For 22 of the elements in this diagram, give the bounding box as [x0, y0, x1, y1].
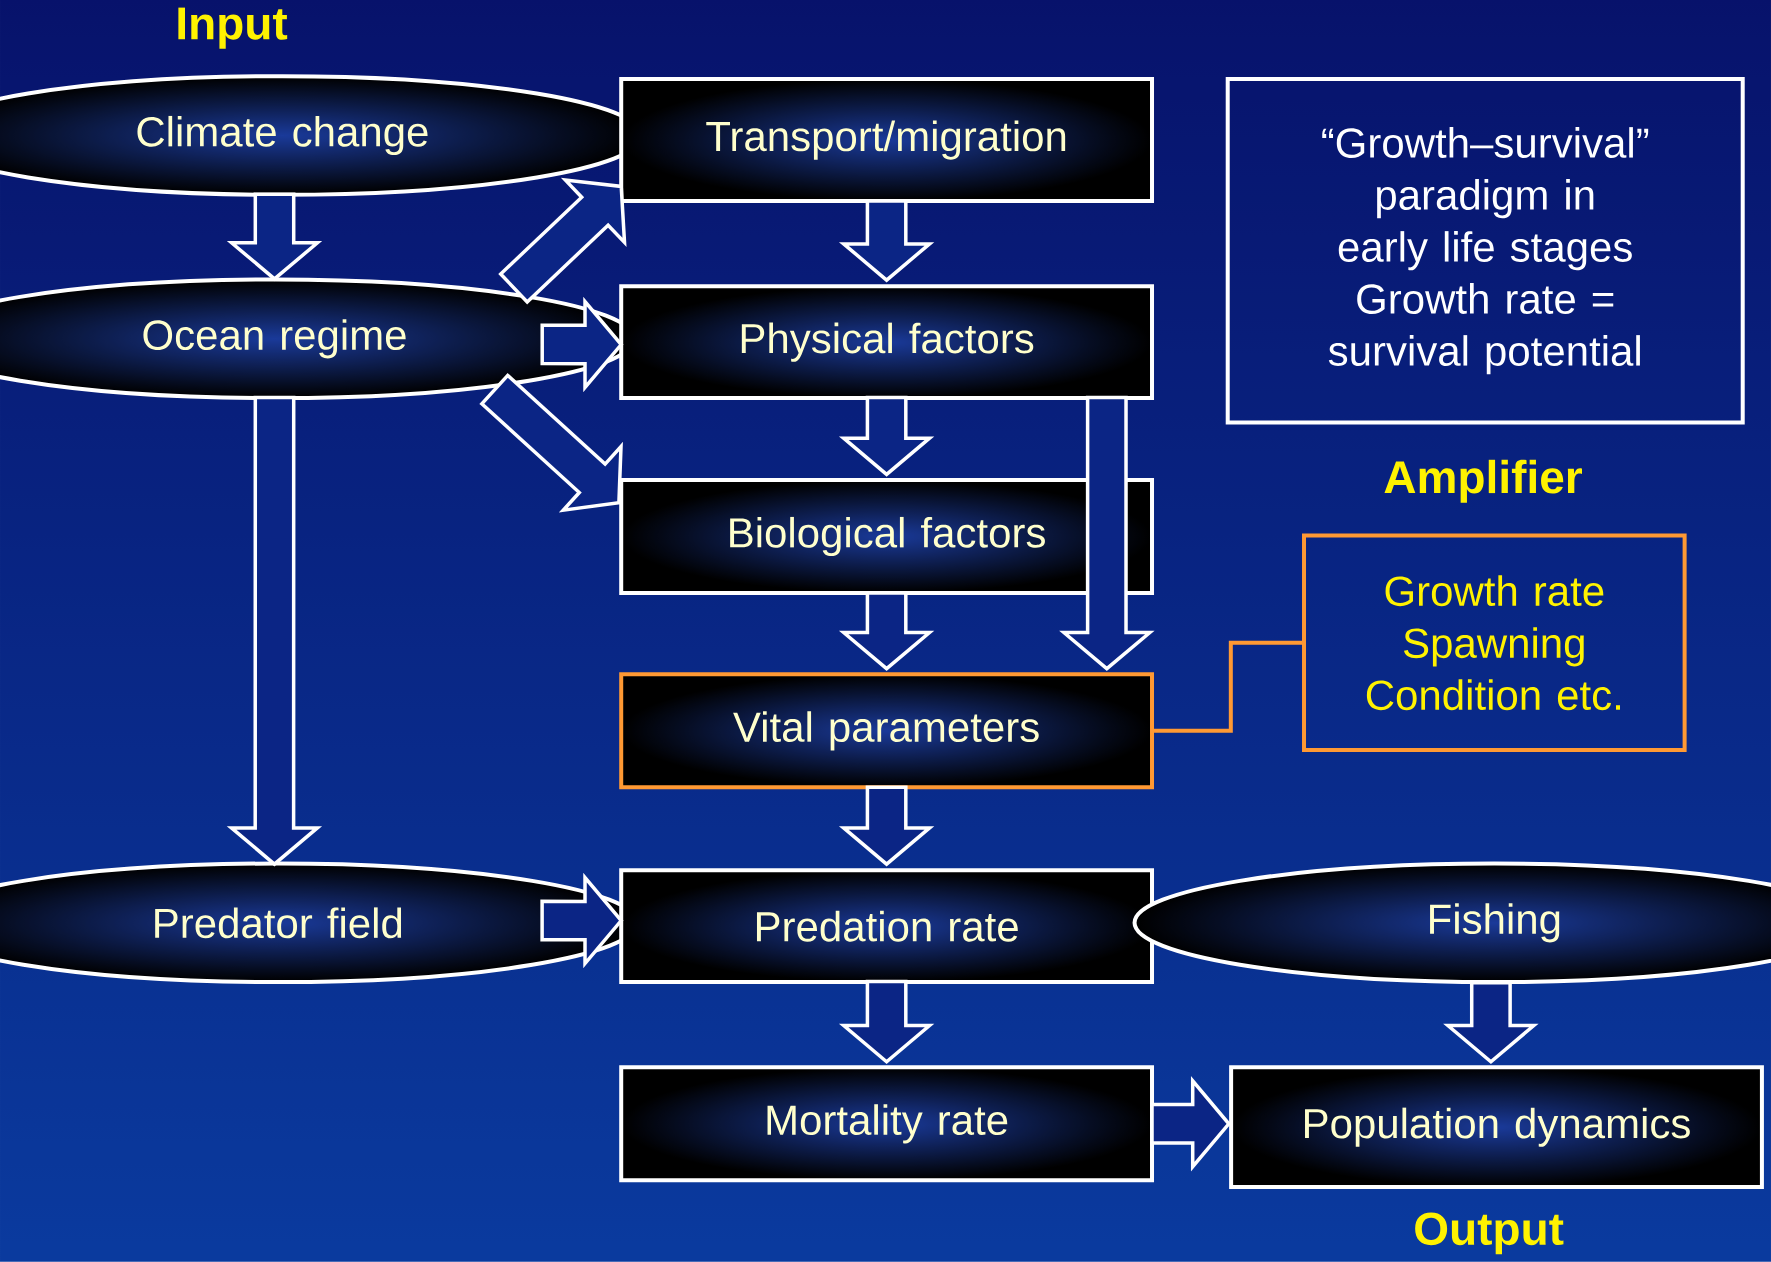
block-arrow — [838, 785, 935, 867]
process-box: Vital parameters — [619, 672, 1154, 790]
process-box: Physical factors — [619, 284, 1154, 401]
block-arrow — [838, 395, 935, 477]
block-arrow — [838, 979, 935, 1064]
process-box: Transport/migration — [619, 77, 1154, 204]
block-arrow — [838, 591, 935, 671]
process-box: Mortality rate — [619, 1065, 1154, 1183]
process-box: Predation rate — [619, 868, 1154, 985]
block-arrow — [1150, 1076, 1232, 1172]
block-arrow — [540, 296, 624, 393]
block-arrow — [226, 395, 323, 867]
block-arrow — [540, 872, 624, 969]
process-box: Biological factors — [619, 478, 1154, 595]
text-box: Growth rate Spawning Condition etc. — [1302, 533, 1687, 752]
heading: Amplifier — [1384, 459, 1582, 503]
text-box: “Growth–survival” paradigm in early life stages Growth rate = survival potential — [1225, 77, 1745, 425]
block-arrow — [838, 199, 935, 283]
process-box: Population dynamics — [1229, 1065, 1764, 1190]
connector-line — [1154, 640, 1302, 733]
block-arrow — [226, 192, 323, 282]
block-arrow — [1059, 395, 1155, 671]
